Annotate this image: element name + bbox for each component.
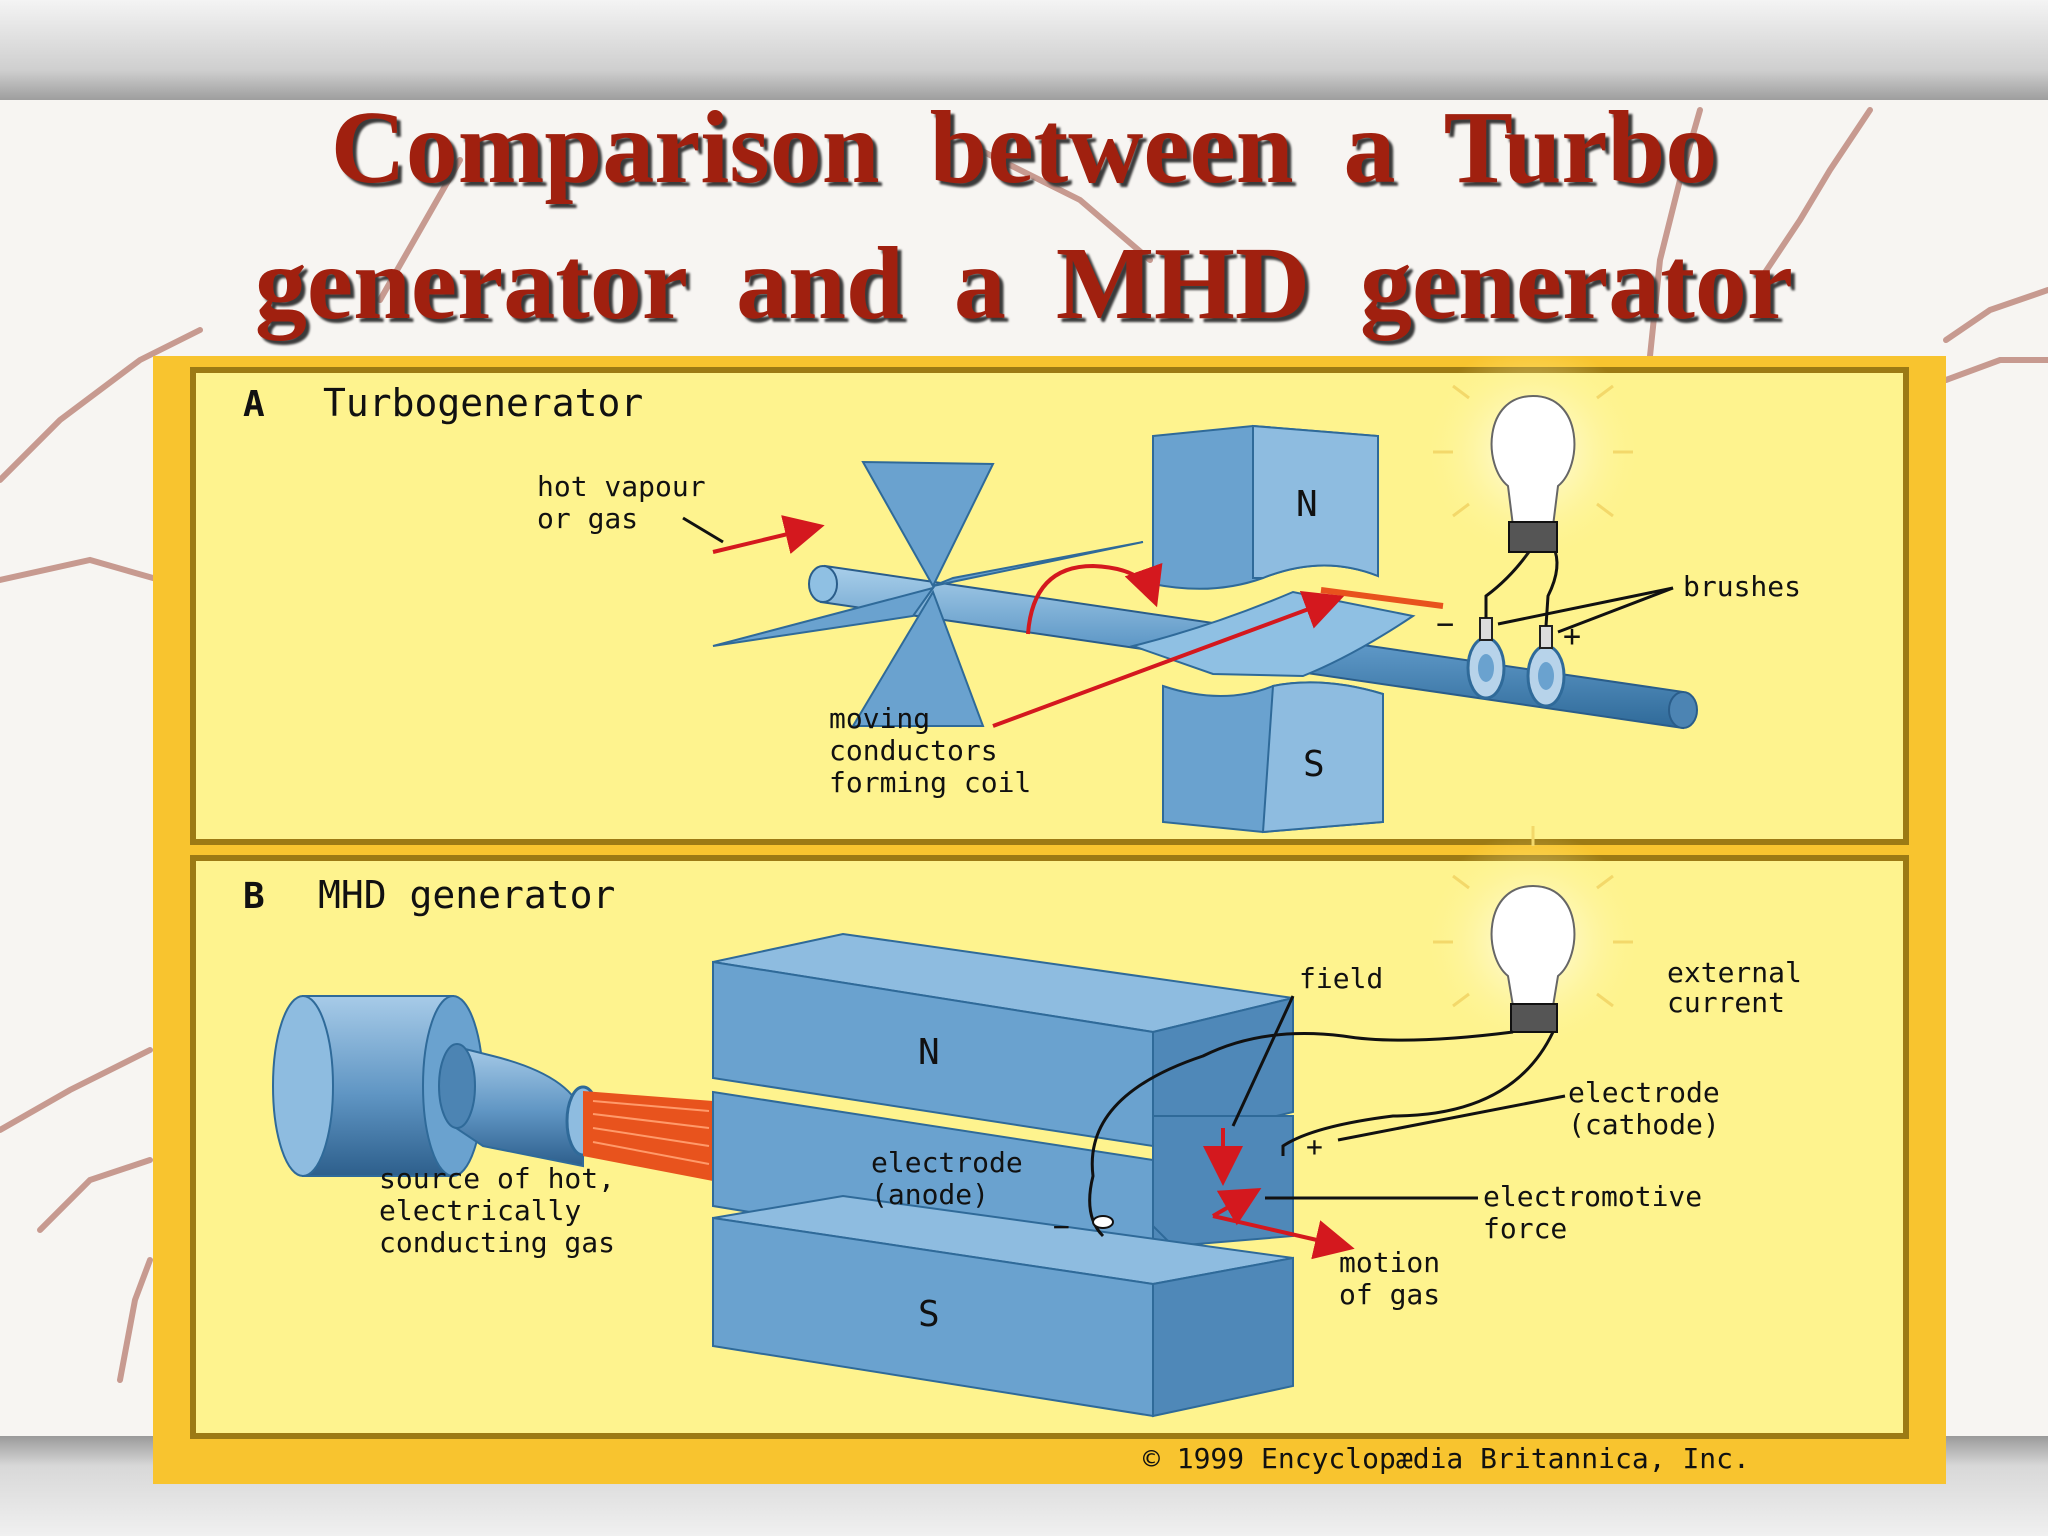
anode-label-2: (anode) — [871, 1178, 989, 1211]
hot-vapour-label-1: hot vapour — [537, 470, 706, 503]
slip-rings — [1466, 617, 1566, 708]
panel-mhd-generator: B MHD generator N — [190, 826, 1909, 1439]
source-label-1: source of hot, — [379, 1162, 615, 1195]
magnet-south-b: S — [712, 1194, 1294, 1418]
copyright-text: © 1999 Encyclopædia Britannica, Inc. — [1143, 1442, 1750, 1475]
hot-vapour-leader — [682, 516, 724, 544]
top-gradient-band — [0, 0, 2048, 100]
rotation-arrow — [1026, 562, 1163, 635]
motion-label-1: motion — [1339, 1246, 1440, 1279]
panel-b-letter: B — [243, 876, 265, 917]
panel-a-letter: A — [243, 384, 265, 425]
moving-conductors-label-1: moving — [829, 702, 930, 735]
panel-a-title: Turbogenerator — [323, 381, 643, 425]
hot-vapour-label-2: or gas — [537, 502, 638, 535]
plus-sign-b: + — [1306, 1130, 1323, 1163]
minus-sign-a: − — [1436, 607, 1454, 642]
title-line-2: generator and a MHD generator — [254, 226, 1794, 341]
source-label-3: conducting gas — [379, 1226, 615, 1259]
anode-contact — [1092, 1215, 1114, 1229]
magnet-north-a: N — [1152, 424, 1379, 590]
anode-label-1: electrode — [871, 1146, 1023, 1179]
emf-label-1: electromotive — [1483, 1180, 1702, 1213]
generator-diagram: A Turbogenerator N S — [190, 356, 1909, 1475]
turbine-blades — [712, 460, 1144, 727]
lamp-wires-b — [1088, 1030, 1555, 1238]
light-bulb-a — [1423, 356, 1643, 562]
north-label-b: N — [918, 1032, 940, 1073]
title-line-1: Comparison between a Turbo — [330, 90, 1718, 205]
panel-b-title: MHD generator — [318, 873, 615, 917]
cathode-label-2: (cathode) — [1568, 1108, 1720, 1141]
light-bulb-b — [1423, 826, 1643, 1052]
minus-sign-b: − — [1053, 1210, 1070, 1243]
cathode-label-1: electrode — [1568, 1076, 1720, 1109]
field-leader — [1231, 995, 1295, 1127]
south-label-b: S — [918, 1294, 940, 1335]
brushes-label: brushes — [1683, 570, 1801, 603]
moving-conductors-label-3: forming coil — [829, 766, 1031, 799]
emf-arrow — [1211, 1187, 1262, 1226]
hot-gas-jet — [583, 1091, 713, 1181]
gas-flow-arrow-a — [712, 515, 825, 554]
moving-conductors-label-2: conductors — [829, 734, 998, 767]
moving-conductors-arrow — [992, 590, 1345, 728]
brushes-leaders — [1497, 586, 1674, 634]
north-label-a: N — [1296, 484, 1318, 525]
external-current-label-2: current — [1667, 986, 1785, 1019]
magnet-north-b: N — [712, 932, 1294, 1148]
external-current-label-1: external — [1667, 956, 1802, 989]
magnet-south-a: S — [1162, 681, 1384, 834]
cathode-leader — [1337, 1094, 1566, 1142]
motion-label-2: of gas — [1339, 1278, 1440, 1311]
gas-motion-arrow — [1212, 1214, 1355, 1260]
source-label-2: electrically — [379, 1194, 581, 1227]
slide-title: Comparison between a Turbo generator and… — [0, 80, 2048, 352]
field-label: field — [1299, 962, 1383, 995]
emf-label-2: force — [1483, 1212, 1567, 1245]
panel-turbogenerator: A Turbogenerator N S — [190, 356, 1909, 845]
south-label-a: S — [1303, 744, 1325, 785]
